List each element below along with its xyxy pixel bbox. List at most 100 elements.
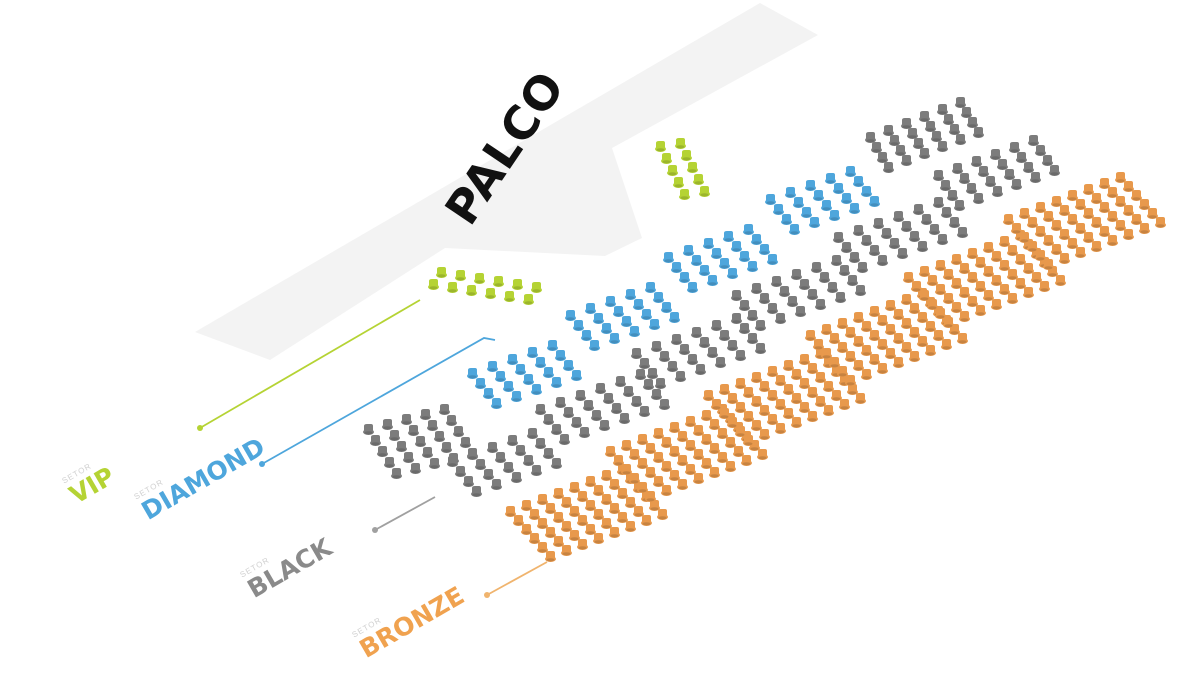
seat-icon: [707, 347, 718, 358]
seat-icon: [831, 390, 842, 401]
seat-icon: [455, 270, 466, 281]
seat-icon: [609, 333, 620, 344]
seat-icon: [1107, 235, 1118, 246]
seat-icon: [917, 241, 928, 252]
seat-icon: [957, 227, 968, 238]
seat-icon: [1075, 247, 1086, 258]
seat-icon: [893, 309, 904, 320]
seat-icon: [701, 434, 712, 445]
seat-icon: [871, 142, 882, 153]
seat-icon: [973, 127, 984, 138]
seat-icon: [767, 303, 778, 314]
seat-icon: [1003, 214, 1014, 225]
seat-icon: [815, 372, 826, 383]
seat-icon: [651, 341, 662, 352]
seat-icon: [363, 424, 374, 435]
seat-icon: [523, 374, 534, 385]
seat-icon: [623, 386, 634, 397]
seat-icon: [1131, 190, 1142, 201]
seat-icon: [583, 400, 594, 411]
seat-icon: [447, 282, 458, 293]
seat-icon: [885, 348, 896, 359]
seat-icon: [503, 381, 514, 392]
seat-icon: [537, 518, 548, 529]
seat-icon: [1139, 199, 1150, 210]
seat-icon: [783, 384, 794, 395]
seat-icon: [1107, 211, 1118, 222]
seat-icon: [653, 476, 664, 487]
seat-icon: [1059, 253, 1070, 264]
seat-icon: [779, 286, 790, 297]
seat-icon: [631, 396, 642, 407]
seat-icon: [569, 482, 580, 493]
seat-icon: [1035, 250, 1046, 261]
seat-icon: [955, 97, 966, 108]
seat-icon: [621, 440, 632, 451]
seat-icon: [952, 163, 963, 174]
seat-icon: [605, 446, 616, 457]
seat-icon: [967, 272, 978, 283]
seat-icon: [759, 381, 770, 392]
seat-icon: [919, 290, 930, 301]
seat-icon: [491, 398, 502, 409]
seat-icon: [833, 183, 844, 194]
seat-icon: [699, 265, 710, 276]
seat-icon: [515, 364, 526, 375]
seat-icon: [601, 323, 612, 334]
seat-icon: [377, 446, 388, 457]
seat-icon: [691, 255, 702, 266]
seat-icon: [1115, 196, 1126, 207]
seat-icon: [1007, 269, 1018, 280]
seat-icon: [428, 279, 439, 290]
seat-icon: [815, 396, 826, 407]
seat-icon: [885, 300, 896, 311]
seat-icon: [775, 399, 786, 410]
vip-leader-line: [197, 299, 421, 431]
seat-icon: [783, 408, 794, 419]
seat-icon: [561, 497, 572, 508]
seat-icon: [601, 470, 612, 481]
seat-icon: [949, 217, 960, 228]
seat-icon: [691, 327, 702, 338]
seat-icon: [1035, 202, 1046, 213]
seat-icon: [1083, 232, 1094, 243]
seat-icon: [693, 449, 704, 460]
seat-icon: [961, 107, 972, 118]
seat-icon: [561, 521, 572, 532]
seat-icon: [759, 429, 770, 440]
seat-icon: [747, 310, 758, 321]
seat-icon: [791, 393, 802, 404]
seat-icon: [635, 369, 646, 380]
seat-icon: [521, 524, 532, 535]
seat-icon: [909, 351, 920, 362]
seat-icon: [1035, 226, 1046, 237]
seat-icon: [933, 330, 944, 341]
seat-icon: [537, 542, 548, 553]
seat-icon: [971, 156, 982, 167]
seat-icon: [849, 252, 860, 263]
seat-icon: [441, 442, 452, 453]
seat-icon: [719, 384, 730, 395]
seat-icon: [647, 368, 658, 379]
seat-icon: [621, 464, 632, 475]
seat-icon: [529, 533, 540, 544]
seat-icon: [735, 350, 746, 361]
seat-icon: [847, 275, 858, 286]
seat-icon: [683, 245, 694, 256]
seat-icon: [1019, 208, 1030, 219]
seat-icon: [1031, 272, 1042, 283]
seat-icon: [1027, 217, 1038, 228]
seat-icon: [735, 402, 746, 413]
seat-icon: [391, 468, 402, 479]
seat-icon: [527, 428, 538, 439]
seat-icon: [1004, 169, 1015, 180]
seat-icon: [937, 141, 948, 152]
seat-icon: [767, 414, 778, 425]
seat-icon: [909, 231, 920, 242]
seat-icon: [1139, 223, 1150, 234]
seat-icon: [853, 225, 864, 236]
seat-icon: [743, 387, 754, 398]
seat-icon: [633, 506, 644, 517]
seat-icon: [645, 282, 656, 293]
seat-icon: [925, 345, 936, 356]
